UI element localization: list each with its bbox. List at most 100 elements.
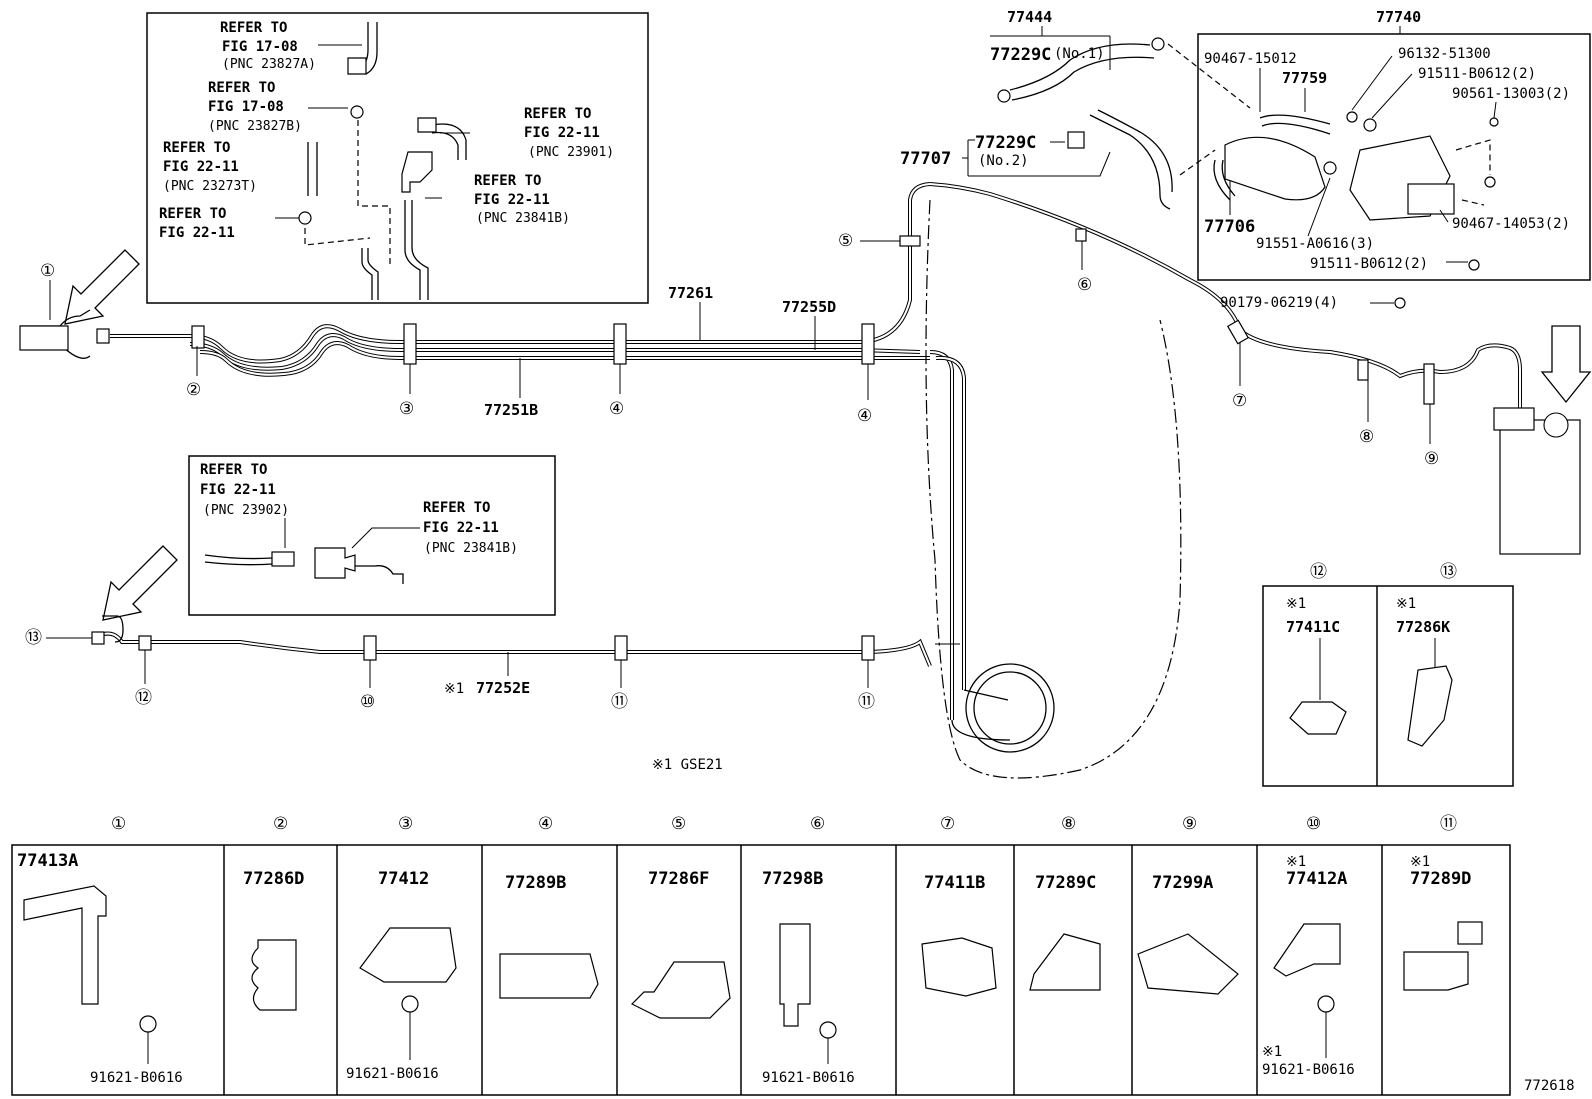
cell6-part: 77298B xyxy=(762,869,823,889)
clip-7-shape xyxy=(1226,319,1250,345)
pipe-end xyxy=(96,328,110,344)
callout-12: ⑫ xyxy=(135,688,152,708)
leader xyxy=(990,26,1111,70)
cell10-bolt-mark: ※1 xyxy=(1262,1044,1282,1060)
ref6-pnc: (PNC 23841B) xyxy=(476,211,570,226)
ref5-line2: FIG 22-11 xyxy=(524,125,600,141)
ref7-line2: FIG 22-11 xyxy=(200,482,276,498)
pump-pipes xyxy=(951,689,1011,741)
fuel-tank-outline xyxy=(925,199,1182,779)
cell5-num: ⑤ xyxy=(671,814,686,834)
note-gse21: ※1 GSE21 xyxy=(652,757,723,773)
callout-9: ⑨ xyxy=(1424,449,1439,469)
arrow-left-icon xyxy=(64,249,140,325)
label-90561-13003: 90561-13003(2) xyxy=(1452,86,1570,102)
vapor-line xyxy=(929,182,1522,420)
bolt-shape xyxy=(139,1015,157,1033)
cell11-mark: ※1 xyxy=(1410,854,1430,870)
clip-5-shape xyxy=(899,235,921,247)
clip-3-shape xyxy=(403,323,417,365)
label-77707: 77707 xyxy=(900,149,951,169)
hose-end xyxy=(997,89,1011,103)
callout-11a: ⑪ xyxy=(611,692,628,712)
ref3-line2: FIG 22-11 xyxy=(163,159,239,175)
cell11-part: 77289D xyxy=(1410,869,1471,889)
callout-7: ⑦ xyxy=(1232,391,1247,411)
inset-top-refer: REFER TO FIG 17-08 (PNC 23827A) REFER TO… xyxy=(146,12,649,304)
clip-77286D-shape xyxy=(251,939,297,1011)
clip-77289D-top xyxy=(1457,921,1483,945)
callout-3: ③ xyxy=(399,399,414,419)
ref2-pnc: (PNC 23827B) xyxy=(208,119,302,134)
callout-8: ⑧ xyxy=(1359,427,1374,447)
callout-13: ⑬ xyxy=(25,628,42,648)
clip-77413A-shape xyxy=(23,885,107,1005)
clip-77286F-shape xyxy=(630,961,731,1019)
clip-13-shape xyxy=(91,631,105,645)
clip-11b-shape xyxy=(861,635,875,661)
label-77229C-no1: 77229C xyxy=(990,45,1051,65)
ref8-pnc: (PNC 23841B) xyxy=(424,541,518,556)
label-90467-15012: 90467-15012 xyxy=(1204,51,1297,67)
callout-group: ① ② ③ ④ ④ ⑤ ⑥ ⑦ ⑧ ⑨ ⑩ ⑪ ⑪ ⑫ ⑬ xyxy=(25,231,1439,712)
box12-mark: ※1 xyxy=(1286,596,1306,612)
callout-5: ⑤ xyxy=(838,231,853,251)
callout-11b: ⑪ xyxy=(858,692,875,712)
bottom-parts-table: ① 77413A 91621-B0616 ② 77286D ③ 77412 91… xyxy=(11,814,1575,1096)
nut-shape xyxy=(1394,297,1406,309)
quick-connector-shape xyxy=(314,547,356,579)
canister-port xyxy=(1493,407,1535,431)
label-77706: 77706 xyxy=(1204,217,1255,237)
leader xyxy=(284,518,420,549)
cell6-bolt: 91621-B0616 xyxy=(762,1070,855,1086)
ref1-pnc: (PNC 23827A) xyxy=(222,57,316,72)
ref5-line1: REFER TO xyxy=(524,106,591,122)
clip-77229C-no2 xyxy=(1067,131,1085,149)
cell10-mark: ※1 xyxy=(1286,854,1306,870)
dashed-leader xyxy=(304,228,371,246)
bottom-table-dividers xyxy=(223,845,1383,1095)
cell8-num: ⑧ xyxy=(1061,814,1076,834)
label-77229C-no2: 77229C xyxy=(975,133,1036,153)
hose-77706-shape xyxy=(1213,159,1236,201)
cell10-bolt: 91621-B0616 xyxy=(1262,1062,1355,1078)
charcoal-canister xyxy=(1493,325,1592,555)
bolt-shape xyxy=(819,1021,837,1039)
label-77255D: 77255D xyxy=(782,298,836,316)
canister-port-round xyxy=(1543,412,1569,438)
bracket-shape xyxy=(401,151,433,193)
callout-2: ② xyxy=(186,380,201,400)
callout-6: ⑥ xyxy=(1077,275,1092,295)
cell10-num: ⑩ xyxy=(1306,814,1321,834)
clip-77412A-shape xyxy=(1273,923,1341,977)
cell2-num: ② xyxy=(273,814,288,834)
connector-shape xyxy=(417,117,437,133)
connector-shape xyxy=(271,551,295,567)
label-77261: 77261 xyxy=(668,284,713,302)
ref7-line1: REFER TO xyxy=(200,462,267,478)
lower-pipe xyxy=(91,615,960,667)
ref5-pnc: (PNC 23901) xyxy=(528,145,614,160)
leader xyxy=(962,139,1111,177)
label-77759: 77759 xyxy=(1282,69,1327,87)
clip-8-shape xyxy=(1357,359,1369,381)
bolt-shape xyxy=(1468,259,1480,271)
ref2-line1: REFER TO xyxy=(208,80,275,96)
callout-1: ① xyxy=(40,261,55,281)
cell3-part: 77412 xyxy=(378,869,429,889)
clamp-shape xyxy=(350,105,364,119)
bottom-table-border xyxy=(11,844,1511,1096)
cell2-part: 77286D xyxy=(243,869,304,889)
nut-shape xyxy=(1484,176,1496,188)
cell7-num: ⑦ xyxy=(940,814,955,834)
clamp-shape xyxy=(298,211,312,225)
fuel-pump-ring-inner xyxy=(973,671,1047,745)
clip-77299A-shape xyxy=(1137,933,1239,995)
clip-77289C-shape xyxy=(1029,933,1101,991)
cell1-num: ① xyxy=(111,814,126,834)
cell3-num: ③ xyxy=(398,814,413,834)
ref6-line1: REFER TO xyxy=(474,173,541,189)
label-77740: 77740 xyxy=(1376,8,1421,26)
cell6-num: ⑥ xyxy=(810,814,825,834)
